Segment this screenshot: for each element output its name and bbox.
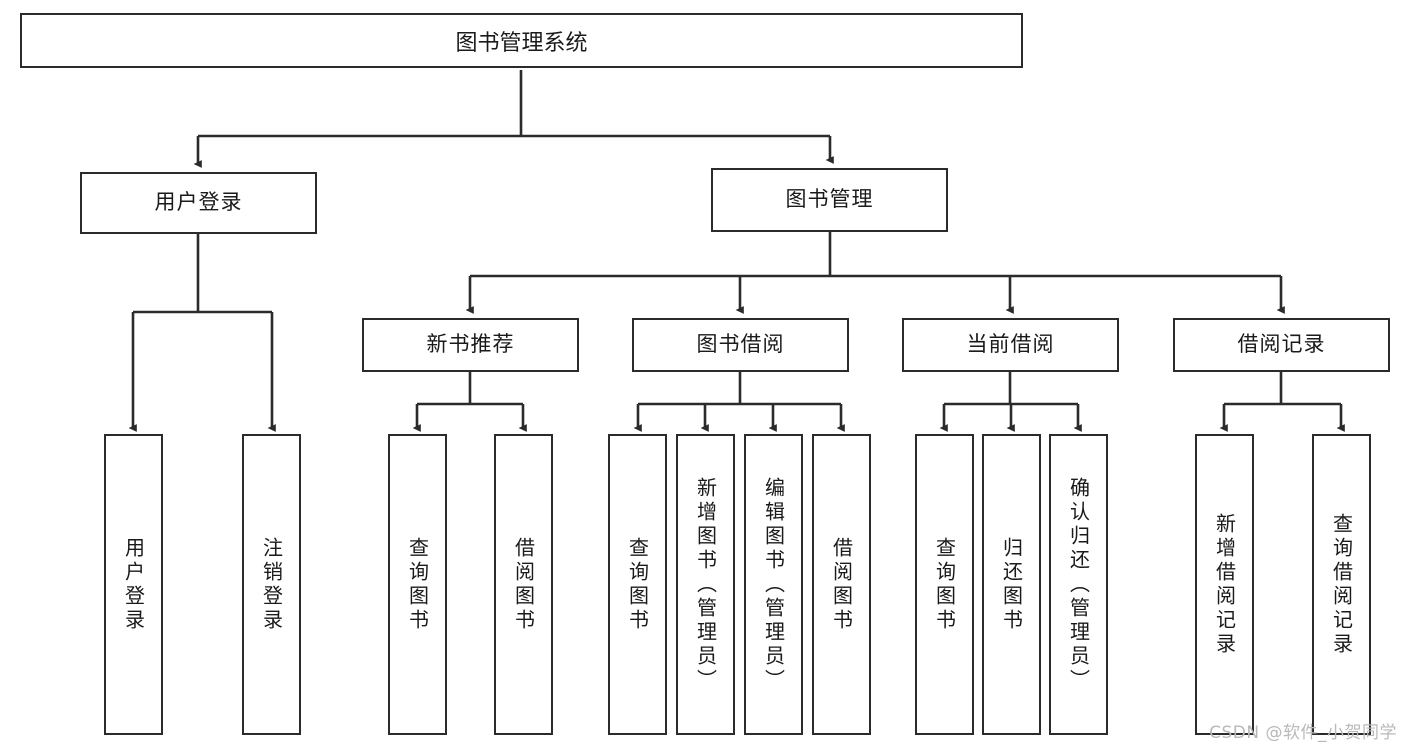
node-leaf-query-record[interactable]: 查询借阅记录 xyxy=(1312,434,1371,735)
node-leaf-add-record[interactable]: 新增借阅记录 xyxy=(1195,434,1254,735)
node-leaf-user-login-label: 用户登录 xyxy=(121,536,146,633)
node-leaf-borrow-book-2-label: 借阅图书 xyxy=(829,536,854,633)
node-new-book-recommend-label: 新书推荐 xyxy=(426,332,515,357)
node-leaf-edit-book[interactable]: 编辑图书（管理员） xyxy=(744,434,803,735)
node-new-book-recommend[interactable]: 新书推荐 xyxy=(362,318,579,372)
node-leaf-return-book[interactable]: 归还图书 xyxy=(982,434,1041,735)
node-leaf-query-book-3[interactable]: 查询图书 xyxy=(915,434,974,735)
node-leaf-return-book-label: 归还图书 xyxy=(999,536,1024,633)
node-leaf-add-record-label: 新增借阅记录 xyxy=(1212,512,1237,657)
node-book-manage-label: 图书管理 xyxy=(785,187,874,212)
node-root[interactable]: 图书管理系统 xyxy=(20,13,1023,68)
node-book-borrow[interactable]: 图书借阅 xyxy=(632,318,849,372)
node-user-login-label: 用户登录 xyxy=(154,190,243,215)
node-leaf-add-book[interactable]: 新增图书（管理员） xyxy=(676,434,735,735)
node-leaf-borrow-book-1[interactable]: 借阅图书 xyxy=(494,434,553,735)
node-leaf-borrow-book-2[interactable]: 借阅图书 xyxy=(812,434,871,735)
watermark: CSDN @软件_小贺同学 xyxy=(1209,723,1397,743)
node-leaf-query-record-label: 查询借阅记录 xyxy=(1329,512,1354,657)
node-leaf-borrow-book-1-label: 借阅图书 xyxy=(511,536,536,633)
node-leaf-query-book-3-label: 查询图书 xyxy=(932,536,957,633)
node-leaf-query-book-2-label: 查询图书 xyxy=(625,536,650,633)
node-current-borrow-label: 当前借阅 xyxy=(966,332,1055,357)
node-leaf-edit-book-label: 编辑图书（管理员） xyxy=(761,476,786,693)
node-leaf-add-book-label: 新增图书（管理员） xyxy=(693,476,718,693)
node-root-label: 图书管理系统 xyxy=(455,30,588,56)
node-leaf-logout-login-label: 注销登录 xyxy=(259,536,284,633)
node-borrow-record[interactable]: 借阅记录 xyxy=(1173,318,1390,372)
node-leaf-query-book-2[interactable]: 查询图书 xyxy=(608,434,667,735)
node-book-manage[interactable]: 图书管理 xyxy=(711,168,948,232)
node-leaf-user-login[interactable]: 用户登录 xyxy=(104,434,163,735)
node-leaf-query-book-1[interactable]: 查询图书 xyxy=(388,434,447,735)
node-current-borrow[interactable]: 当前借阅 xyxy=(902,318,1119,372)
node-leaf-query-book-1-label: 查询图书 xyxy=(405,536,430,633)
node-leaf-logout-login[interactable]: 注销登录 xyxy=(242,434,301,735)
node-leaf-confirm-return[interactable]: 确认归还（管理员） xyxy=(1049,434,1108,735)
node-book-borrow-label: 图书借阅 xyxy=(696,332,785,357)
node-leaf-confirm-return-label: 确认归还（管理员） xyxy=(1066,476,1091,693)
node-borrow-record-label: 借阅记录 xyxy=(1237,332,1326,357)
node-user-login[interactable]: 用户登录 xyxy=(80,172,317,234)
